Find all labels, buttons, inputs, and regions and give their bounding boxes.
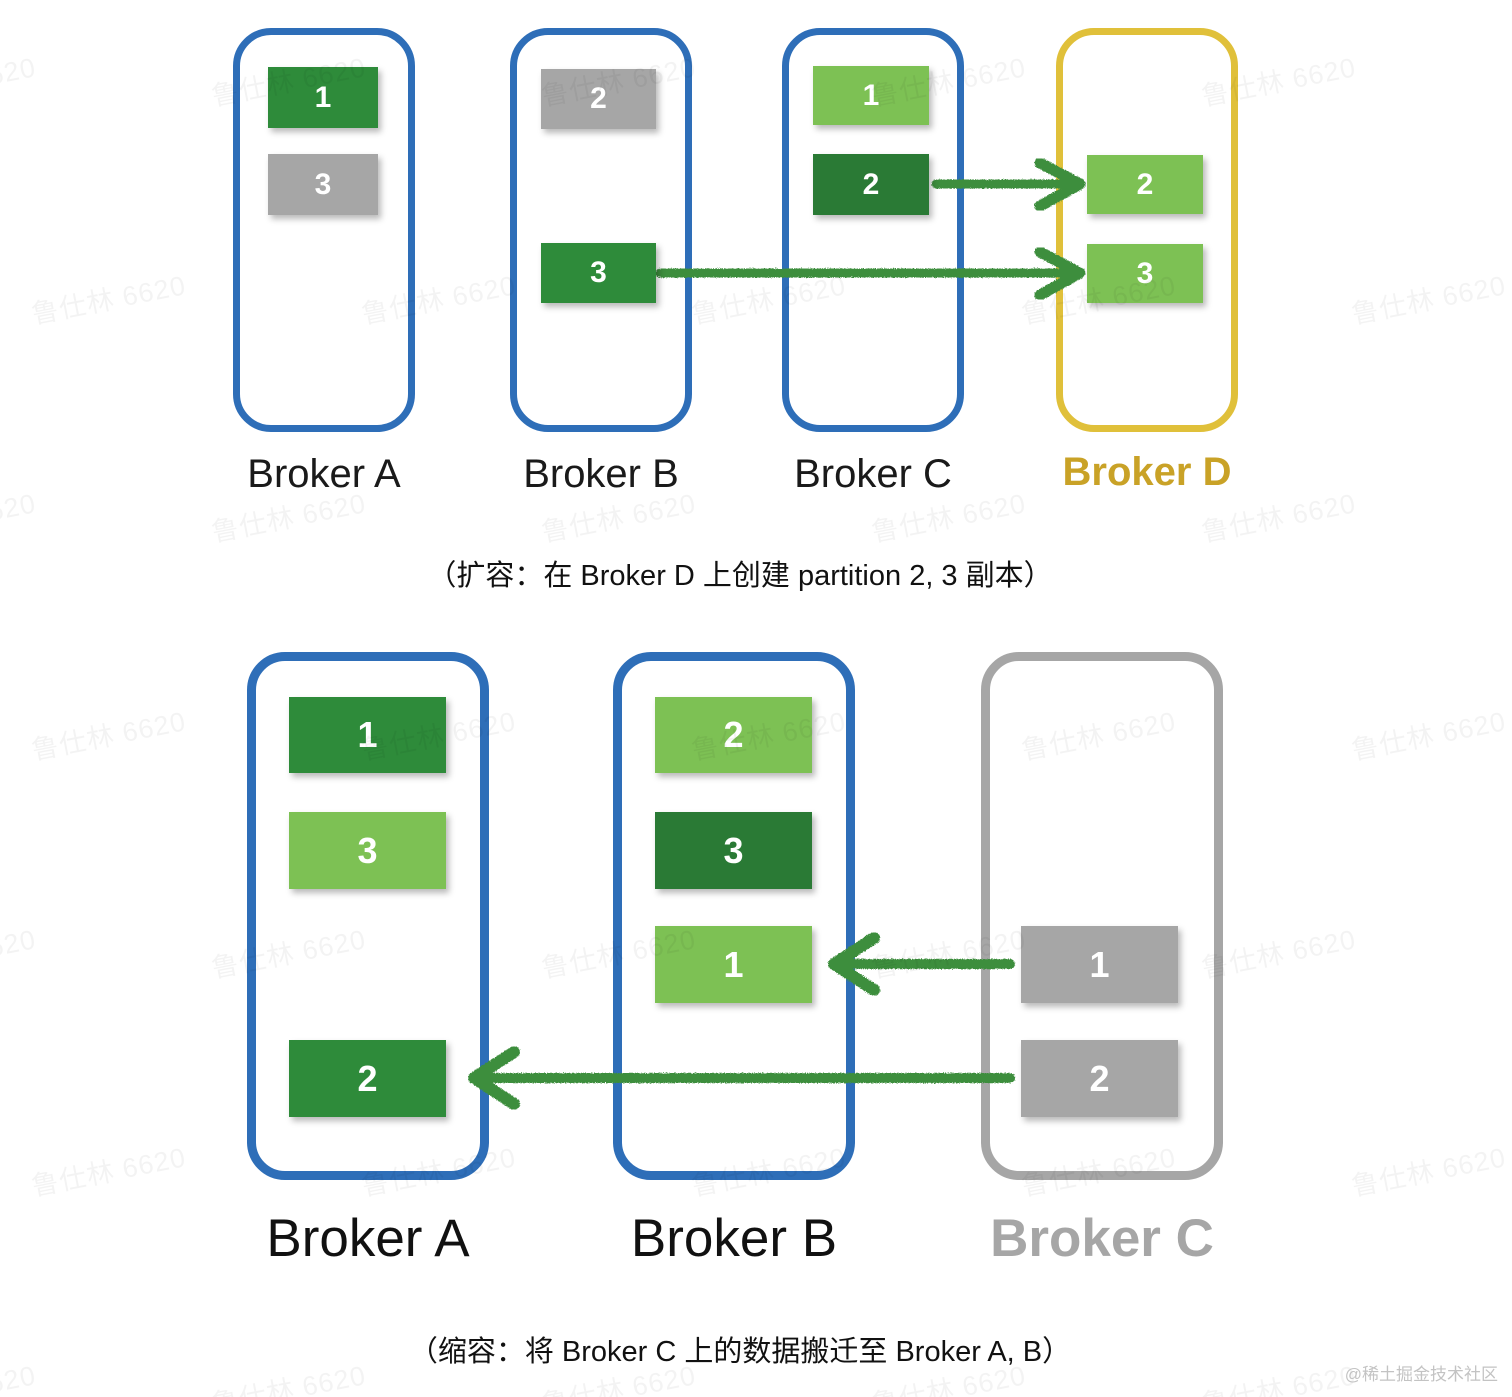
bottom-broker-b-partition-3: 3 bbox=[655, 812, 812, 889]
watermark-tile: 鲁仕林 6620 bbox=[0, 481, 39, 549]
top-broker-c-partition-2: 2 bbox=[813, 154, 929, 215]
watermark-tile: 鲁仕林 6620 bbox=[28, 699, 189, 767]
bottom-broker-b-label: Broker B bbox=[630, 1209, 838, 1268]
watermark-tile: 鲁仕林 6620 bbox=[1348, 699, 1509, 767]
bottom-scene-caption: （缩容：将 Broker C 上的数据搬迁至 Broker A, B） bbox=[408, 1336, 1072, 1368]
bottom-broker-c-partition-2: 2 bbox=[1021, 1040, 1178, 1117]
watermark-tile: 鲁仕林 6620 bbox=[0, 45, 39, 113]
bottom-broker-a-partition-3: 3 bbox=[289, 812, 446, 889]
top-broker-b-partition-2: 2 bbox=[541, 69, 656, 129]
top-broker-a-partition-3: 3 bbox=[268, 154, 378, 215]
top-broker-d-partition-2: 2 bbox=[1087, 155, 1203, 214]
watermark-tile: 鲁仕林 6620 bbox=[1348, 263, 1509, 331]
watermark-tile: 鲁仕林 6620 bbox=[28, 1135, 189, 1203]
top-broker-d-label: Broker D bbox=[1062, 450, 1232, 494]
bottom-broker-b-partition-2: 2 bbox=[655, 697, 812, 773]
bottom-broker-a-partition-2: 2 bbox=[289, 1040, 446, 1117]
top-broker-b-partition-3: 3 bbox=[541, 243, 656, 303]
top-broker-a-label: Broker A bbox=[247, 452, 401, 496]
bottom-broker-a-label: Broker A bbox=[266, 1209, 470, 1268]
watermark-tile: 鲁仕林 6620 bbox=[1348, 1135, 1509, 1203]
top-broker-c-partition-1: 1 bbox=[813, 66, 929, 125]
bottom-broker-c-partition-1: 1 bbox=[1021, 926, 1178, 1003]
top-broker-b-label: Broker B bbox=[523, 452, 679, 496]
top-broker-c-label: Broker C bbox=[794, 452, 952, 496]
watermark-tile: 鲁仕林 6620 bbox=[0, 917, 39, 985]
bottom-broker-c-label: Broker C bbox=[990, 1209, 1214, 1268]
top-broker-d-card bbox=[1056, 28, 1238, 432]
top-scene-caption: （扩容：在 Broker D 上创建 partition 2, 3 副本） bbox=[427, 560, 1053, 592]
bottom-broker-a-partition-1: 1 bbox=[289, 697, 446, 773]
watermark-tile: 鲁仕林 6620 bbox=[28, 263, 189, 331]
bottom-broker-b-partition-1: 1 bbox=[655, 926, 812, 1003]
corner-watermark: @稀土掘金技术社区 bbox=[1344, 1365, 1498, 1384]
top-broker-a-partition-1: 1 bbox=[268, 67, 378, 128]
top-broker-d-partition-3: 3 bbox=[1087, 244, 1203, 303]
